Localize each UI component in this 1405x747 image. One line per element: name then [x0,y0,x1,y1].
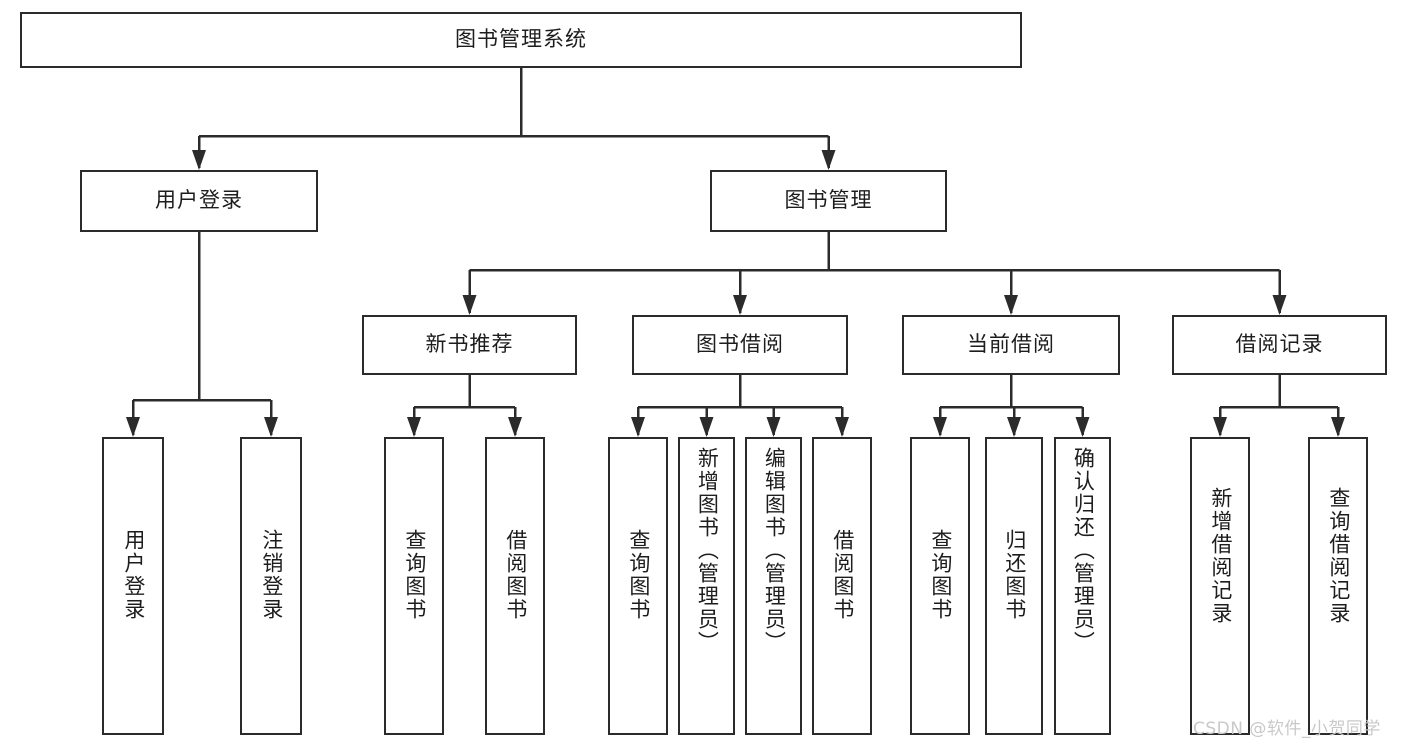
node-label: 图书管理 [784,188,873,213]
node-label: 新增借阅记录 [1208,487,1233,625]
node-l4-user-login[interactable]: 用户登录 [102,437,164,735]
node-l4-b-query[interactable]: 查询图书 [608,437,668,735]
node-l3-record[interactable]: 借阅记录 [1172,315,1387,375]
node-l4-r-query[interactable]: 查询借阅记录 [1308,437,1368,735]
node-l2-book[interactable]: 图书管理 [710,170,947,232]
node-l4-b-borrow[interactable]: 借阅图书 [812,437,872,735]
node-l4-c-query[interactable]: 查询图书 [910,437,970,735]
node-label: 借阅图书 [503,529,528,621]
node-label: 图书管理系统 [455,27,587,52]
node-l2-user[interactable]: 用户登录 [80,170,318,232]
node-l3-current[interactable]: 当前借阅 [902,315,1120,375]
node-l4-c-return[interactable]: 归还图书 [985,437,1043,735]
node-root[interactable]: 图书管理系统 [20,12,1022,68]
node-label: 借阅记录 [1235,332,1324,357]
node-label: 新书推荐 [425,332,514,357]
node-l4-c-confirm[interactable]: 确认归还（管理员） [1054,437,1111,735]
node-label: 查询图书 [402,529,427,621]
node-label: 注销登录 [259,529,284,621]
node-label: 确认归还（管理员） [1071,447,1096,654]
node-label: 查询图书 [928,529,953,621]
node-l3-borrow[interactable]: 图书借阅 [632,315,848,375]
node-l4-user-logout[interactable]: 注销登录 [240,437,302,735]
node-label: 查询图书 [626,529,651,621]
node-l4-b-edit[interactable]: 编辑图书（管理员） [745,437,802,735]
node-label: 新增图书（管理员） [695,447,720,654]
node-l4-b-add[interactable]: 新增图书（管理员） [678,437,735,735]
node-label: 用户登录 [121,529,146,621]
csdn-watermark: CSDN @软件_小贺同学 [1193,719,1381,739]
node-label: 归还图书 [1002,529,1027,621]
node-label: 借阅图书 [830,529,855,621]
node-l4-new-query[interactable]: 查询图书 [384,437,444,735]
node-l3-new[interactable]: 新书推荐 [362,315,577,375]
node-l4-r-add[interactable]: 新增借阅记录 [1190,437,1250,735]
node-label: 当前借阅 [967,332,1055,357]
node-label: 编辑图书（管理员） [762,447,787,654]
node-l4-new-borrow[interactable]: 借阅图书 [485,437,545,735]
node-label: 图书借阅 [696,332,784,357]
node-label: 查询借阅记录 [1326,487,1351,625]
node-label: 用户登录 [155,188,243,213]
